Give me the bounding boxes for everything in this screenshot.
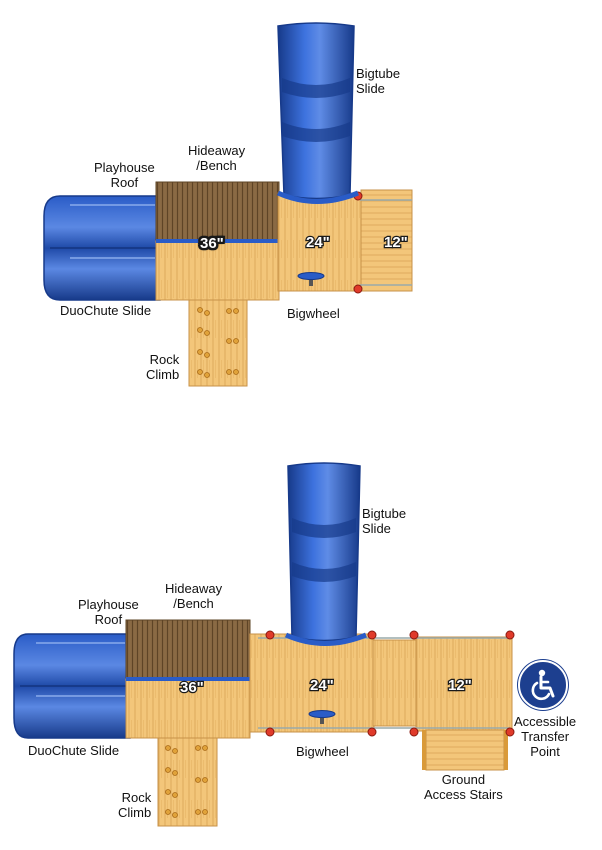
dim-24-bottom: 24"	[310, 677, 334, 694]
label-duochute-top: DuoChute Slide	[60, 303, 152, 318]
playhouse-roof-bottom	[125, 619, 251, 679]
dim-36-top: 36"	[200, 235, 224, 252]
rock-climb-top	[188, 295, 248, 387]
label-bigwheel-bottom: Bigwheel	[296, 744, 349, 759]
deck-12-bottom	[415, 636, 513, 732]
bigtube-slide-top	[276, 22, 359, 204]
dim-36-bottom: 36"	[180, 679, 204, 696]
label-hideaway-top: Hideaway/Bench	[188, 143, 246, 173]
dim-12-top: 12"	[384, 234, 408, 251]
plan-top: 36" 24" 12"	[43, 22, 413, 387]
playhouse-roof-top	[155, 181, 280, 241]
ground-access-stairs	[422, 729, 508, 771]
label-bigwheel-top: Bigwheel	[287, 306, 340, 321]
label-hideaway-bottom: Hideaway/Bench	[165, 581, 223, 611]
bigwheel-top	[297, 272, 325, 286]
plan-bottom: 36" 24" 12"	[13, 462, 515, 827]
dim-24-top: 24"	[306, 234, 330, 251]
duochute-slide-bottom	[13, 633, 131, 739]
rock-climb-bottom	[157, 733, 218, 827]
bigwheel-bottom	[308, 710, 336, 724]
dim-12-bottom: 12"	[448, 677, 472, 694]
deck-12-top	[360, 189, 413, 292]
bigtube-slide-bottom	[284, 462, 367, 646]
wheelchair-icon	[518, 660, 568, 710]
label-duochute-bottom: DuoChute Slide	[28, 743, 120, 758]
duochute-slide-top	[43, 195, 161, 301]
